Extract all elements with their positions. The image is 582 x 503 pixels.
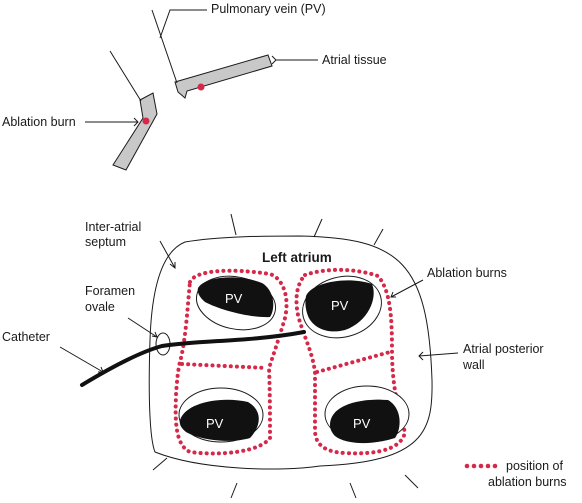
inter-atrial-label-1: Inter-atrial (85, 220, 141, 234)
pulmonary-vein-label: Pulmonary vein (PV) (211, 2, 326, 16)
atrial-tissue-left (112, 92, 158, 171)
foramen-label-2: ovale (85, 300, 115, 314)
posterior-wall-label-1: Atrial posterior (463, 342, 544, 356)
catheter-label: Catheter (2, 330, 50, 344)
legend-dot (464, 463, 470, 469)
foramen-label-1: Foramen (85, 284, 135, 298)
ablation-burn-dot (142, 117, 150, 125)
left-atrium (148, 213, 433, 499)
atrial-tissue-label: Atrial tissue (322, 53, 387, 67)
ablation-burns-label: Ablation burns (427, 266, 507, 280)
legend-dot (478, 463, 484, 469)
pv-lower-left (178, 387, 264, 443)
ablation-burn-dot (197, 83, 205, 91)
legend-dot (492, 463, 498, 469)
pv-label-lower-left: PV (206, 416, 224, 431)
legend-dot (471, 463, 477, 469)
legend-label-1: position of (506, 459, 564, 473)
ablation-crossline-left (180, 362, 269, 370)
ablation-burn-label: Ablation burn (2, 115, 76, 129)
pv-label-upper-right: PV (331, 298, 349, 313)
pv-label-upper-left: PV (225, 291, 243, 306)
leader-lines (59, 240, 459, 373)
legend: position of ablation burns (464, 459, 567, 489)
pv-upper-left (196, 275, 276, 331)
ablation-ring-right (294, 267, 408, 456)
atrial-tissue-right (174, 54, 273, 99)
left-atrium-label: Left atrium (262, 250, 332, 265)
inter-atrial-label-2: septum (85, 235, 126, 249)
ablation-crossline-right (315, 350, 392, 374)
pv-label-lower-right: PV (353, 416, 371, 431)
atrium-outline (148, 235, 433, 470)
pv-lower-right (324, 385, 410, 444)
pv-cross-section (85, 9, 318, 171)
legend-dot (485, 463, 491, 469)
catheter (80, 330, 306, 387)
pv-upper-right (302, 275, 382, 339)
posterior-wall-label-2: wall (462, 358, 485, 372)
ablation-burn-lines (173, 267, 408, 456)
ablation-ring-left (173, 268, 289, 456)
legend-label-2: ablation burns (488, 475, 567, 489)
